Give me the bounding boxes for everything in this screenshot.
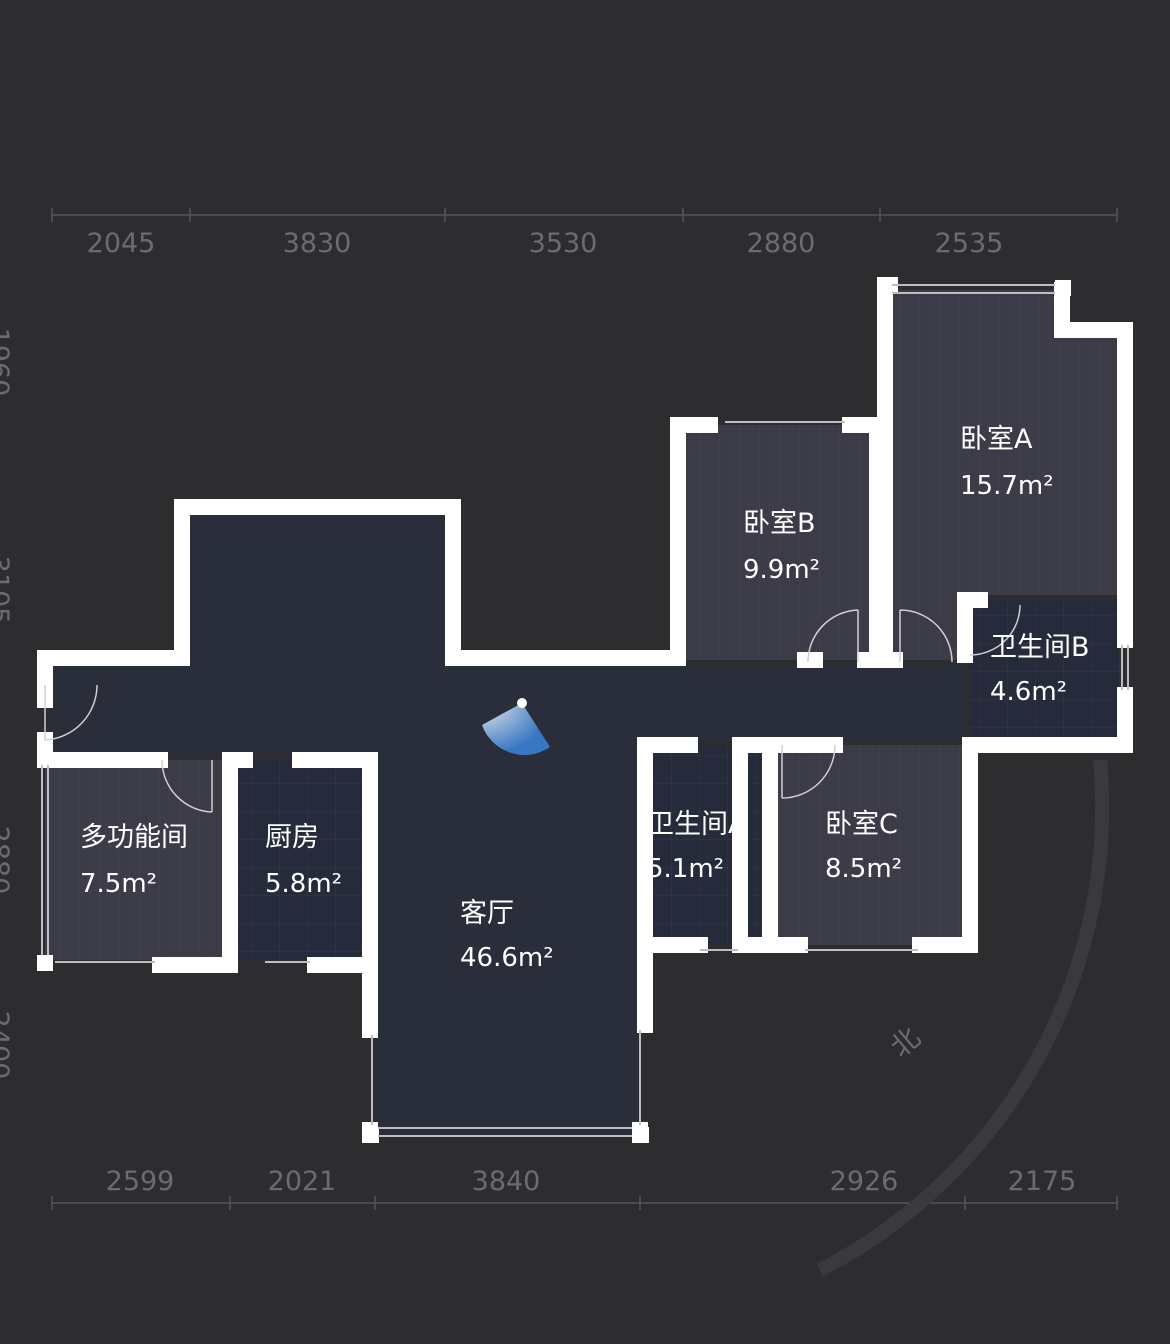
dimension-top (51, 208, 1118, 222)
room-living[interactable]: 客厅 46.6m² (460, 898, 554, 973)
room-name: 卧室B (743, 508, 816, 539)
room-bathroom-b[interactable]: 卫生间B 4.6m² (990, 632, 1090, 707)
walls (37, 277, 1133, 1143)
room-bedroom-c[interactable]: 卧室C 8.5m² (825, 809, 902, 884)
camera-view-cone-icon[interactable] (482, 698, 550, 755)
room-name: 卫生间B (990, 632, 1090, 663)
compass-north-label: 北 (884, 1021, 927, 1064)
dim-bottom-5: 2175 (1008, 1166, 1077, 1197)
room-area: 9.9m² (743, 555, 820, 585)
windows (41, 284, 1129, 1137)
room-multi-fill (45, 760, 230, 960)
room-area: 5.1m² (647, 854, 724, 884)
room-name: 客厅 (460, 898, 514, 929)
room-kitchen[interactable]: 厨房 5.8m² (265, 822, 342, 899)
dim-bottom-1: 2599 (106, 1166, 175, 1197)
dim-top-3: 3530 (529, 228, 598, 259)
dim-left-4: 2400 (0, 1011, 14, 1080)
room-area: 15.7m² (960, 471, 1054, 501)
north-arc-icon (816, 759, 1110, 1277)
room-bedroom-c-fill (770, 745, 965, 945)
dim-top-2: 3830 (283, 228, 352, 259)
dim-top-5: 2535 (935, 228, 1004, 259)
dim-top-4: 2880 (747, 228, 816, 259)
room-area: 5.8m² (265, 869, 342, 899)
room-bedroom-b[interactable]: 卧室B 9.9m² (743, 508, 820, 585)
room-kitchen-fill (235, 760, 370, 960)
dim-left-3: 2880 (0, 826, 14, 895)
dim-bottom-2: 2021 (268, 1166, 337, 1197)
room-bedroom-b-fill (685, 425, 877, 660)
dim-bottom-4: 2926 (830, 1166, 899, 1197)
room-area: 8.5m² (825, 854, 902, 884)
room-bathroom-a[interactable]: 卫生间A 5.1m² (647, 809, 747, 884)
dim-left-2: 3105 (0, 556, 14, 625)
room-name: 多功能间 (80, 822, 188, 853)
dim-left-1: 1960 (0, 328, 14, 397)
room-name: 卧室A (960, 424, 1033, 455)
dim-top-1: 2045 (87, 228, 156, 259)
room-bath-b-fill (970, 600, 1120, 740)
room-name: 厨房 (265, 822, 319, 853)
room-multipurpose[interactable]: 多功能间 7.5m² (80, 822, 188, 899)
room-bedroom-a-fill (885, 290, 1122, 660)
room-area: 7.5m² (80, 869, 157, 899)
dimension-bottom (51, 1196, 1118, 1210)
room-area: 46.6m² (460, 943, 554, 973)
room-bedroom-a[interactable]: 卧室A 15.7m² (960, 424, 1054, 501)
doors (44, 604, 1021, 813)
room-living-fill (45, 515, 965, 1135)
room-name: 卧室C (825, 809, 898, 840)
room-name: 卫生间A (647, 809, 747, 840)
dim-bottom-3: 3840 (472, 1166, 541, 1197)
room-area: 4.6m² (990, 677, 1067, 707)
